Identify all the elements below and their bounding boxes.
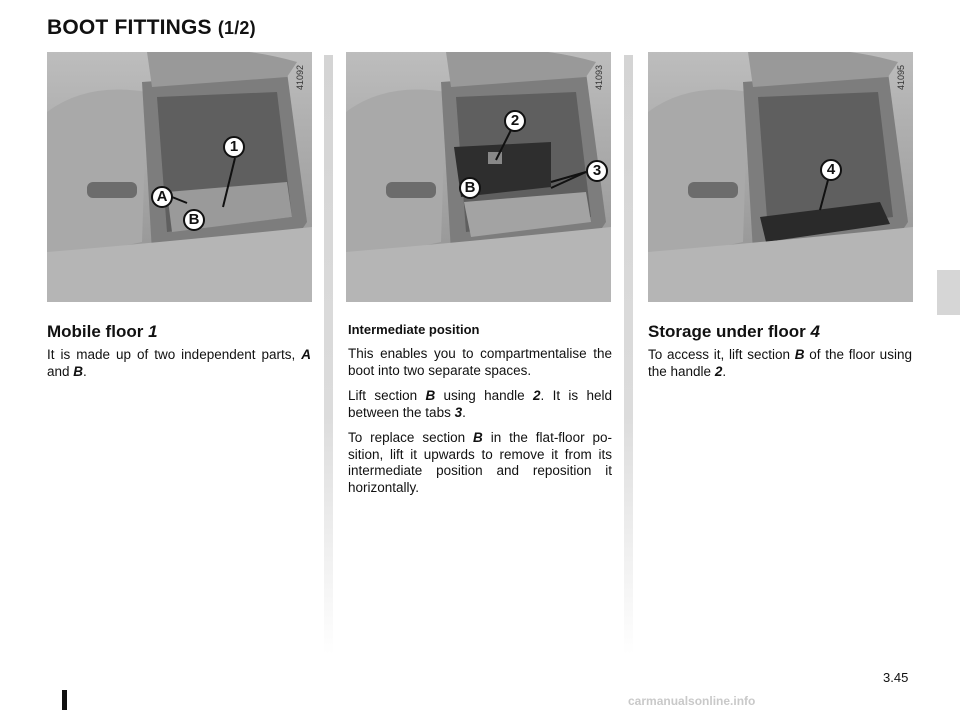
callout-1: 1 (223, 136, 245, 158)
page-number: 3.45 (883, 670, 909, 685)
column-divider-2 (624, 55, 633, 655)
intermediate-position-heading: Intermediate position (348, 322, 480, 337)
callout-b: B (459, 177, 481, 199)
page-title: BOOT FITTINGS (1/2) (47, 16, 256, 40)
car-boot-illustration (346, 52, 611, 302)
leader-lines (171, 157, 236, 208)
storage-under-floor-heading: Storage under floor 4 (648, 322, 820, 341)
section-tab (937, 270, 960, 315)
watermark: carmanualsonline.info (628, 694, 756, 708)
corner-mark (62, 690, 67, 710)
figure-storage-under-floor: 41095 4 (648, 52, 913, 302)
leader-lines (819, 179, 829, 211)
intermediate-p1: This enables you to compartmentalise the… (348, 346, 612, 378)
mobile-floor-heading: Mobile floor 1 (47, 322, 158, 341)
intermediate-p2: Lift section B using handle 2. It is hel… (348, 388, 612, 420)
intermediate-p3: To replace section B in the flat-floor p… (348, 430, 612, 495)
callout-4: 4 (820, 159, 842, 181)
figure-intermediate-position: 41093 2 3 B (346, 52, 611, 302)
leader-lines (495, 129, 587, 189)
callout-a: A (151, 186, 173, 208)
car-boot-illustration (47, 52, 312, 302)
callout-3: 3 (586, 160, 608, 182)
storage-under-floor-text: To access it, lift section B of the floo… (648, 347, 912, 379)
title-sub: (1/2) (217, 18, 256, 38)
callout-2: 2 (504, 110, 526, 132)
callout-b: B (183, 209, 205, 231)
mobile-floor-text: It is made up of two independent parts, … (47, 347, 311, 379)
figure-mobile-floor: 41092 1 A B (47, 52, 312, 302)
title-main: BOOT FITTINGS (47, 16, 212, 39)
column-divider-1 (324, 55, 333, 655)
